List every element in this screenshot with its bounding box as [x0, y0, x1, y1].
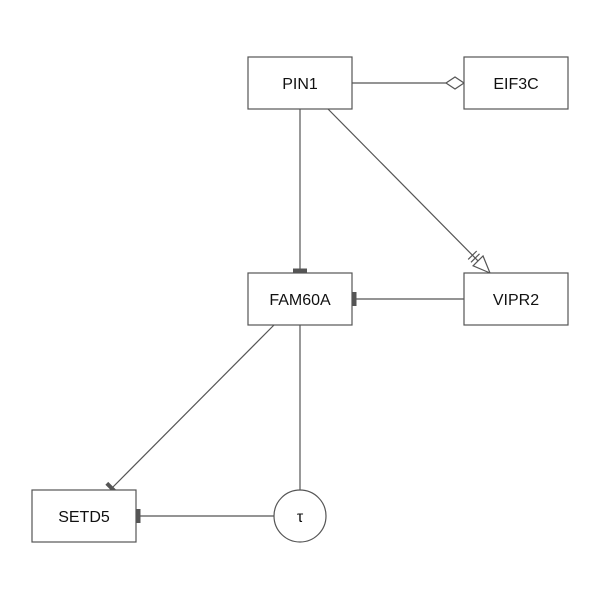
node-pin1[interactable]: PIN1 — [247, 56, 353, 110]
node-vipr2-box — [463, 272, 569, 326]
node-setd5-label: SETD5 — [58, 509, 110, 526]
node-setd5[interactable]: SETD5 — [31, 489, 137, 543]
edges-layer — [105, 76, 492, 523]
edge-pin1-eif3c-diamond — [444, 76, 466, 90]
node-vipr2-label: VIPR2 — [493, 292, 539, 309]
node-tau-label: τ — [297, 509, 304, 526]
edge-fam60a-setd5-line — [109, 324, 275, 491]
edge-pin1-eif3c — [352, 76, 466, 90]
edge-pin1-vipr2-line — [327, 108, 479, 262]
edge-pin1-vipr2-bar-2 — [467, 250, 478, 260]
nodes-layer: PIN1 EIF3C FAM60A VIPR2 SETD5 τ — [31, 56, 569, 543]
edge-fam60a-setd5 — [105, 324, 275, 495]
node-tau-circle — [273, 489, 327, 543]
node-eif3c-label: EIF3C — [493, 76, 538, 93]
edge-pin1-vipr2-bar-1 — [470, 253, 480, 263]
edge-vipr2-fam60a — [352, 292, 464, 306]
node-pin1-box — [247, 56, 353, 110]
node-fam60a-box — [247, 272, 353, 326]
node-eif3c-box — [463, 56, 569, 110]
edge-pin1-fam60a — [293, 109, 307, 273]
edge-tau-setd5 — [136, 509, 274, 523]
node-tau[interactable]: τ — [273, 489, 327, 543]
node-eif3c[interactable]: EIF3C — [463, 56, 569, 110]
edge-pin1-vipr2 — [327, 108, 492, 275]
node-setd5-box — [31, 489, 137, 543]
node-pin1-label: PIN1 — [282, 76, 318, 93]
edge-pin1-vipr2-triangle — [472, 254, 492, 275]
node-vipr2[interactable]: VIPR2 — [463, 272, 569, 326]
node-fam60a-label: FAM60A — [269, 292, 331, 309]
node-fam60a[interactable]: FAM60A — [247, 272, 353, 326]
